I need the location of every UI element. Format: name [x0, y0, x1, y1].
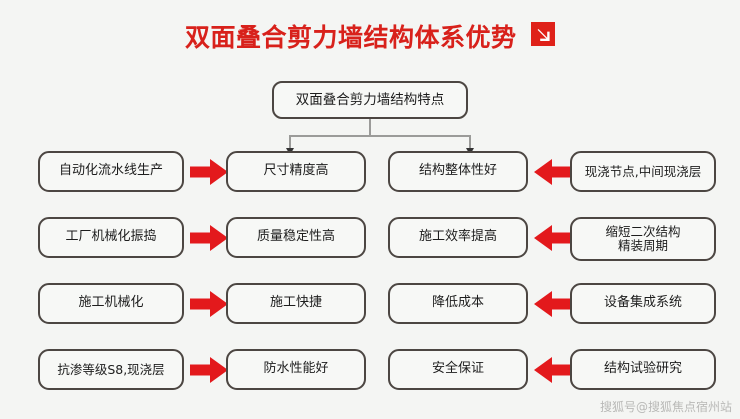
row-3-arrow-right-icon	[190, 289, 228, 319]
row-3-right-cause-label: 设备集成系统	[603, 295, 682, 311]
row-4-arrow-left-icon	[534, 355, 572, 385]
row-2-left-effect-box: 质量稳定性高	[226, 217, 366, 258]
row-4-right-cause-box: 结构试验研究	[570, 349, 716, 390]
row-4-left-cause-box: 抗渗等级S8,现浇层	[38, 349, 184, 390]
watermark: 搜狐号@搜狐焦点宿州站	[599, 400, 732, 414]
connector-drop-right	[469, 135, 471, 149]
page-title: 双面叠合剪力墙结构体系优势	[0, 18, 740, 54]
row-1-right-cause-label: 现浇节点,中间现浇层	[584, 163, 702, 179]
root-node-label: 双面叠合剪力墙结构特点	[295, 91, 445, 108]
row-2-left-cause-box: 工厂机械化振捣	[38, 217, 184, 258]
row-1-right-cause-box: 现浇节点,中间现浇层	[570, 151, 716, 192]
page-title-text: 双面叠合剪力墙结构体系优势	[185, 23, 517, 52]
row-1-left-cause-box: 自动化流水线生产	[38, 151, 184, 192]
row-3-right-effect-box: 降低成本	[388, 283, 528, 324]
row-1-right-effect-box: 结构整体性好	[388, 151, 528, 192]
connector-stem	[369, 119, 371, 136]
row-3-left-cause-label: 施工机械化	[78, 295, 144, 311]
row-4-right-effect-label: 安全保证	[431, 361, 484, 377]
row-3-arrow-left-icon	[534, 289, 572, 319]
row-4-right-cause-label: 结构试验研究	[603, 361, 682, 377]
row-1-right-effect-label: 结构整体性好	[418, 163, 497, 179]
row-4-right-effect-box: 安全保证	[388, 349, 528, 390]
row-2-arrow-right-icon	[190, 223, 228, 253]
row-4-left-effect-box: 防水性能好	[226, 349, 366, 390]
row-1-left-effect-box: 尺寸精度高	[226, 151, 366, 192]
connector-bar	[289, 135, 471, 137]
row-4-left-cause-label: 抗渗等级S8,现浇层	[57, 361, 165, 377]
row-1-arrow-right-icon	[190, 157, 228, 187]
row-2-left-effect-label: 质量稳定性高	[256, 229, 335, 245]
arrow-down-right-icon	[530, 22, 555, 46]
row-1-left-cause-label: 自动化流水线生产	[58, 163, 163, 179]
row-4-left-effect-label: 防水性能好	[263, 361, 329, 377]
row-2-right-cause-box: 缩短二次结构 精装周期	[570, 217, 716, 261]
row-1-left-effect-label: 尺寸精度高	[263, 163, 329, 179]
row-3-right-effect-label: 降低成本	[431, 295, 484, 311]
row-1-arrow-left-icon	[534, 157, 572, 187]
row-2-right-effect-box: 施工效率提高	[388, 217, 528, 258]
row-2-left-cause-label: 工厂机械化振捣	[65, 229, 157, 245]
row-2-right-cause-label: 缩短二次结构 精装周期	[605, 223, 681, 253]
connector-drop-left	[289, 135, 291, 149]
row-3-left-effect-box: 施工快捷	[226, 283, 366, 324]
row-3-left-effect-label: 施工快捷	[269, 295, 322, 311]
row-2-arrow-left-icon	[534, 223, 572, 253]
row-4-arrow-right-icon	[190, 355, 228, 385]
row-2-right-effect-label: 施工效率提高	[418, 229, 497, 245]
root-node: 双面叠合剪力墙结构特点	[272, 81, 468, 119]
row-3-right-cause-box: 设备集成系统	[570, 283, 716, 324]
row-3-left-cause-box: 施工机械化	[38, 283, 184, 324]
